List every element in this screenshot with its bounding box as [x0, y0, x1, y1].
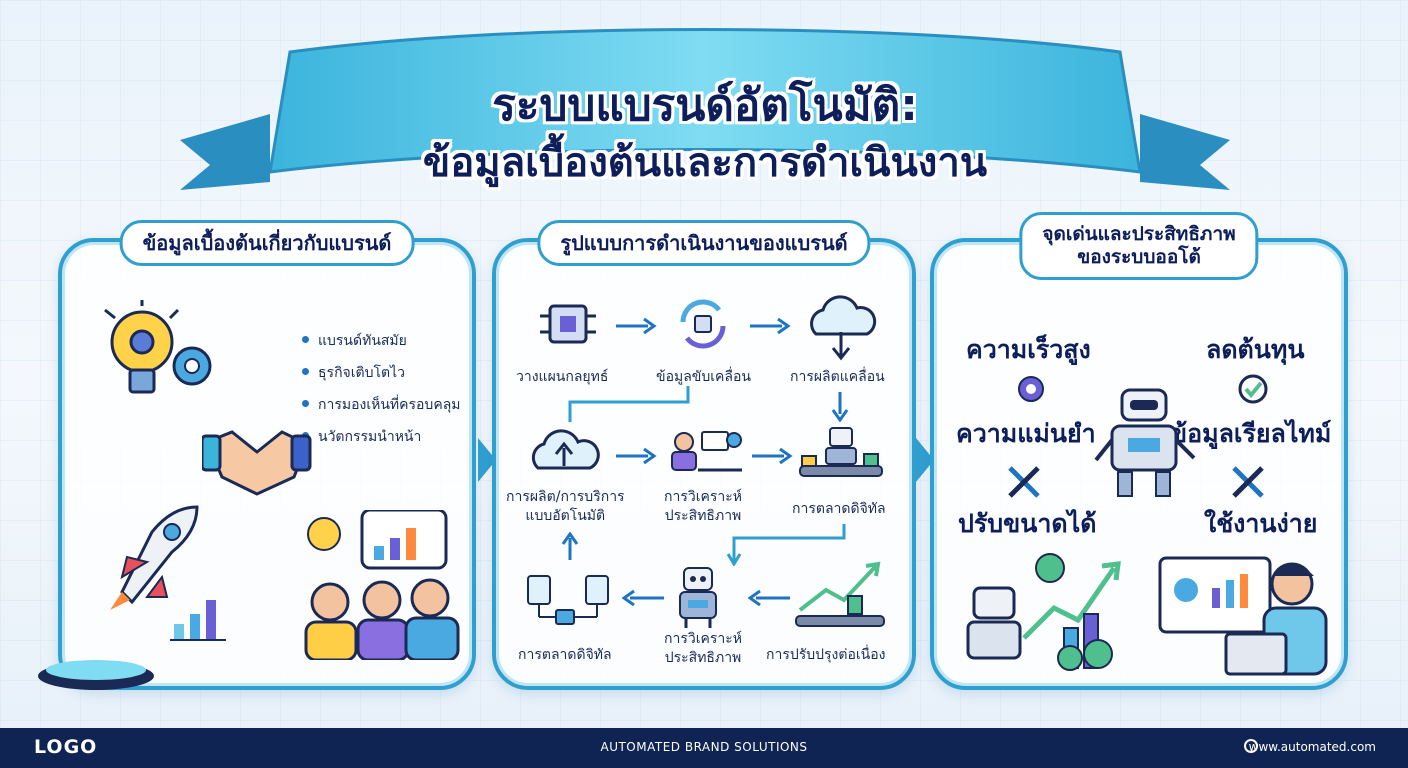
- list-item: ธุรกิจเติบโตไว: [302, 362, 461, 384]
- step-data-driven-label: ข้อมูลขับเคลื่อน: [656, 369, 751, 385]
- step-analysis-label: การวิเคราะห์ ประสิทธิภาพ: [664, 489, 742, 524]
- connector-line: [568, 386, 690, 422]
- lightbulb-gear-icon: [104, 300, 212, 394]
- rocket-icon: [110, 505, 199, 610]
- tools-icon: [1232, 466, 1264, 498]
- workflow-nodes-icon: [527, 575, 609, 625]
- cpu-chip-icon: [540, 304, 596, 344]
- footer-bar: LOGO AUTOMATED BRAND SOLUTIONS www.autom…: [0, 728, 1408, 768]
- page-title-line2: ข้อมูลเบื้องต้นและการดำเนินงาน: [422, 140, 988, 186]
- feature-scalable: ปรับขนาดได้: [958, 509, 1097, 538]
- connector-line: [726, 524, 846, 566]
- improvement-chart-icon: [795, 561, 885, 627]
- list-item: การมองเห็นที่ครอบคลุม: [302, 394, 461, 416]
- brand-basics-heading: ข้อมูลเบื้องต้นเกี่ยวกับแบรนด์: [119, 220, 415, 266]
- glow-pedestal: [38, 660, 154, 690]
- footer-tagline: AUTOMATED BRAND SOLUTIONS: [600, 740, 808, 754]
- step-plan-label: วางแผนกลยุทธ์: [516, 369, 609, 385]
- tools-icon: [1008, 466, 1040, 498]
- feature-cost: ลดต้นทุน: [1206, 335, 1305, 364]
- footer-website-link[interactable]: www.automated.com: [1248, 740, 1376, 754]
- arrow-up-icon: [561, 532, 579, 560]
- arrow-left-icon: [748, 589, 790, 607]
- robot-assembly-icon: [799, 427, 883, 477]
- step-auto-service-label: การผลิต/การบริการ แบบอัตโนมัติ: [506, 489, 625, 524]
- operations-panel: รูปแบบการดำเนินงานของแบรนด์ วางแผนกลยุทธ…: [492, 220, 916, 690]
- step-production-label: การผลิตแคลื่อน: [790, 369, 885, 385]
- analyst-desk-icon: [671, 431, 742, 472]
- handshake-icon: [202, 430, 312, 496]
- step-analysis2-label: การวิเคราะห์ ประสิทธิภาพ: [664, 631, 742, 666]
- panel-arrow-1: [478, 438, 496, 482]
- arrow-right-icon: [750, 317, 791, 335]
- growth-chart-icon: [170, 600, 226, 641]
- robot-icon: [1094, 388, 1196, 497]
- footer-logo[interactable]: LOGO: [34, 736, 98, 758]
- arrow-down-icon: [831, 392, 849, 422]
- arrow-left-icon: [622, 589, 664, 607]
- features-heading: จุดเด่นและประสิทธิภาพ ของระบบออโต้: [1019, 212, 1259, 280]
- list-item: นวัตกรรมนำหน้า: [302, 426, 461, 448]
- panel-arrow-2: [916, 438, 934, 482]
- feature-realtime: ข้อมูลเรียลไทม์: [1170, 419, 1332, 448]
- check-circle-icon: [1238, 374, 1268, 404]
- page-title-line1: ระบบแบรนด์อัตโนมัติ:: [492, 80, 918, 131]
- operations-heading: รูปแบบการดำเนินงานของแบรนด์: [537, 220, 871, 266]
- data-cycle-icon: [680, 299, 726, 349]
- arrow-right-icon: [616, 317, 657, 335]
- feature-accuracy: ความแม่นยำ: [956, 419, 1096, 448]
- step-improve-label: การปรับปรุงต่อเนื่อง: [766, 647, 886, 663]
- arrow-right-icon: [616, 447, 657, 465]
- list-item: แบรนด์ทันสมัย: [302, 330, 461, 352]
- title-ribbon: ระบบแบรนด์อัตโนมัติ: ข้อมูลเบื้องต้นและก…: [180, 22, 1230, 197]
- step-digital-marketing-label: การตลาดดิจิทัล: [792, 501, 886, 517]
- arrow-right-icon: [752, 447, 793, 465]
- gear-icon: [1018, 376, 1044, 402]
- feature-easy: ใช้งานง่าย: [1204, 509, 1318, 538]
- robot-icon: [679, 567, 717, 628]
- happy-team-icon: [304, 510, 460, 660]
- brand-bullet-list: แบรนด์ทันสมัย ธุรกิจเติบโตไว การมองเห็นท…: [302, 330, 461, 458]
- step-digital-marketing-bottom-label: การตลาดดิจิทัล: [518, 647, 612, 663]
- cloud-upload-icon: [531, 429, 600, 470]
- cloud-download-icon: [810, 295, 877, 361]
- person-laptop-icon: [1158, 556, 1328, 676]
- features-panel: จุดเด่นและประสิทธิภาพ ของระบบออโต้ ความเ…: [930, 212, 1348, 690]
- feature-speed: ความเร็วสูง: [966, 335, 1091, 364]
- brand-basics-panel: ข้อมูลเบื้องต้นเกี่ยวกับแบรนด์ แบรนด์ทัน…: [58, 220, 476, 690]
- robot-money-growth-icon: [966, 553, 1121, 671]
- globe-icon: [1244, 739, 1258, 753]
